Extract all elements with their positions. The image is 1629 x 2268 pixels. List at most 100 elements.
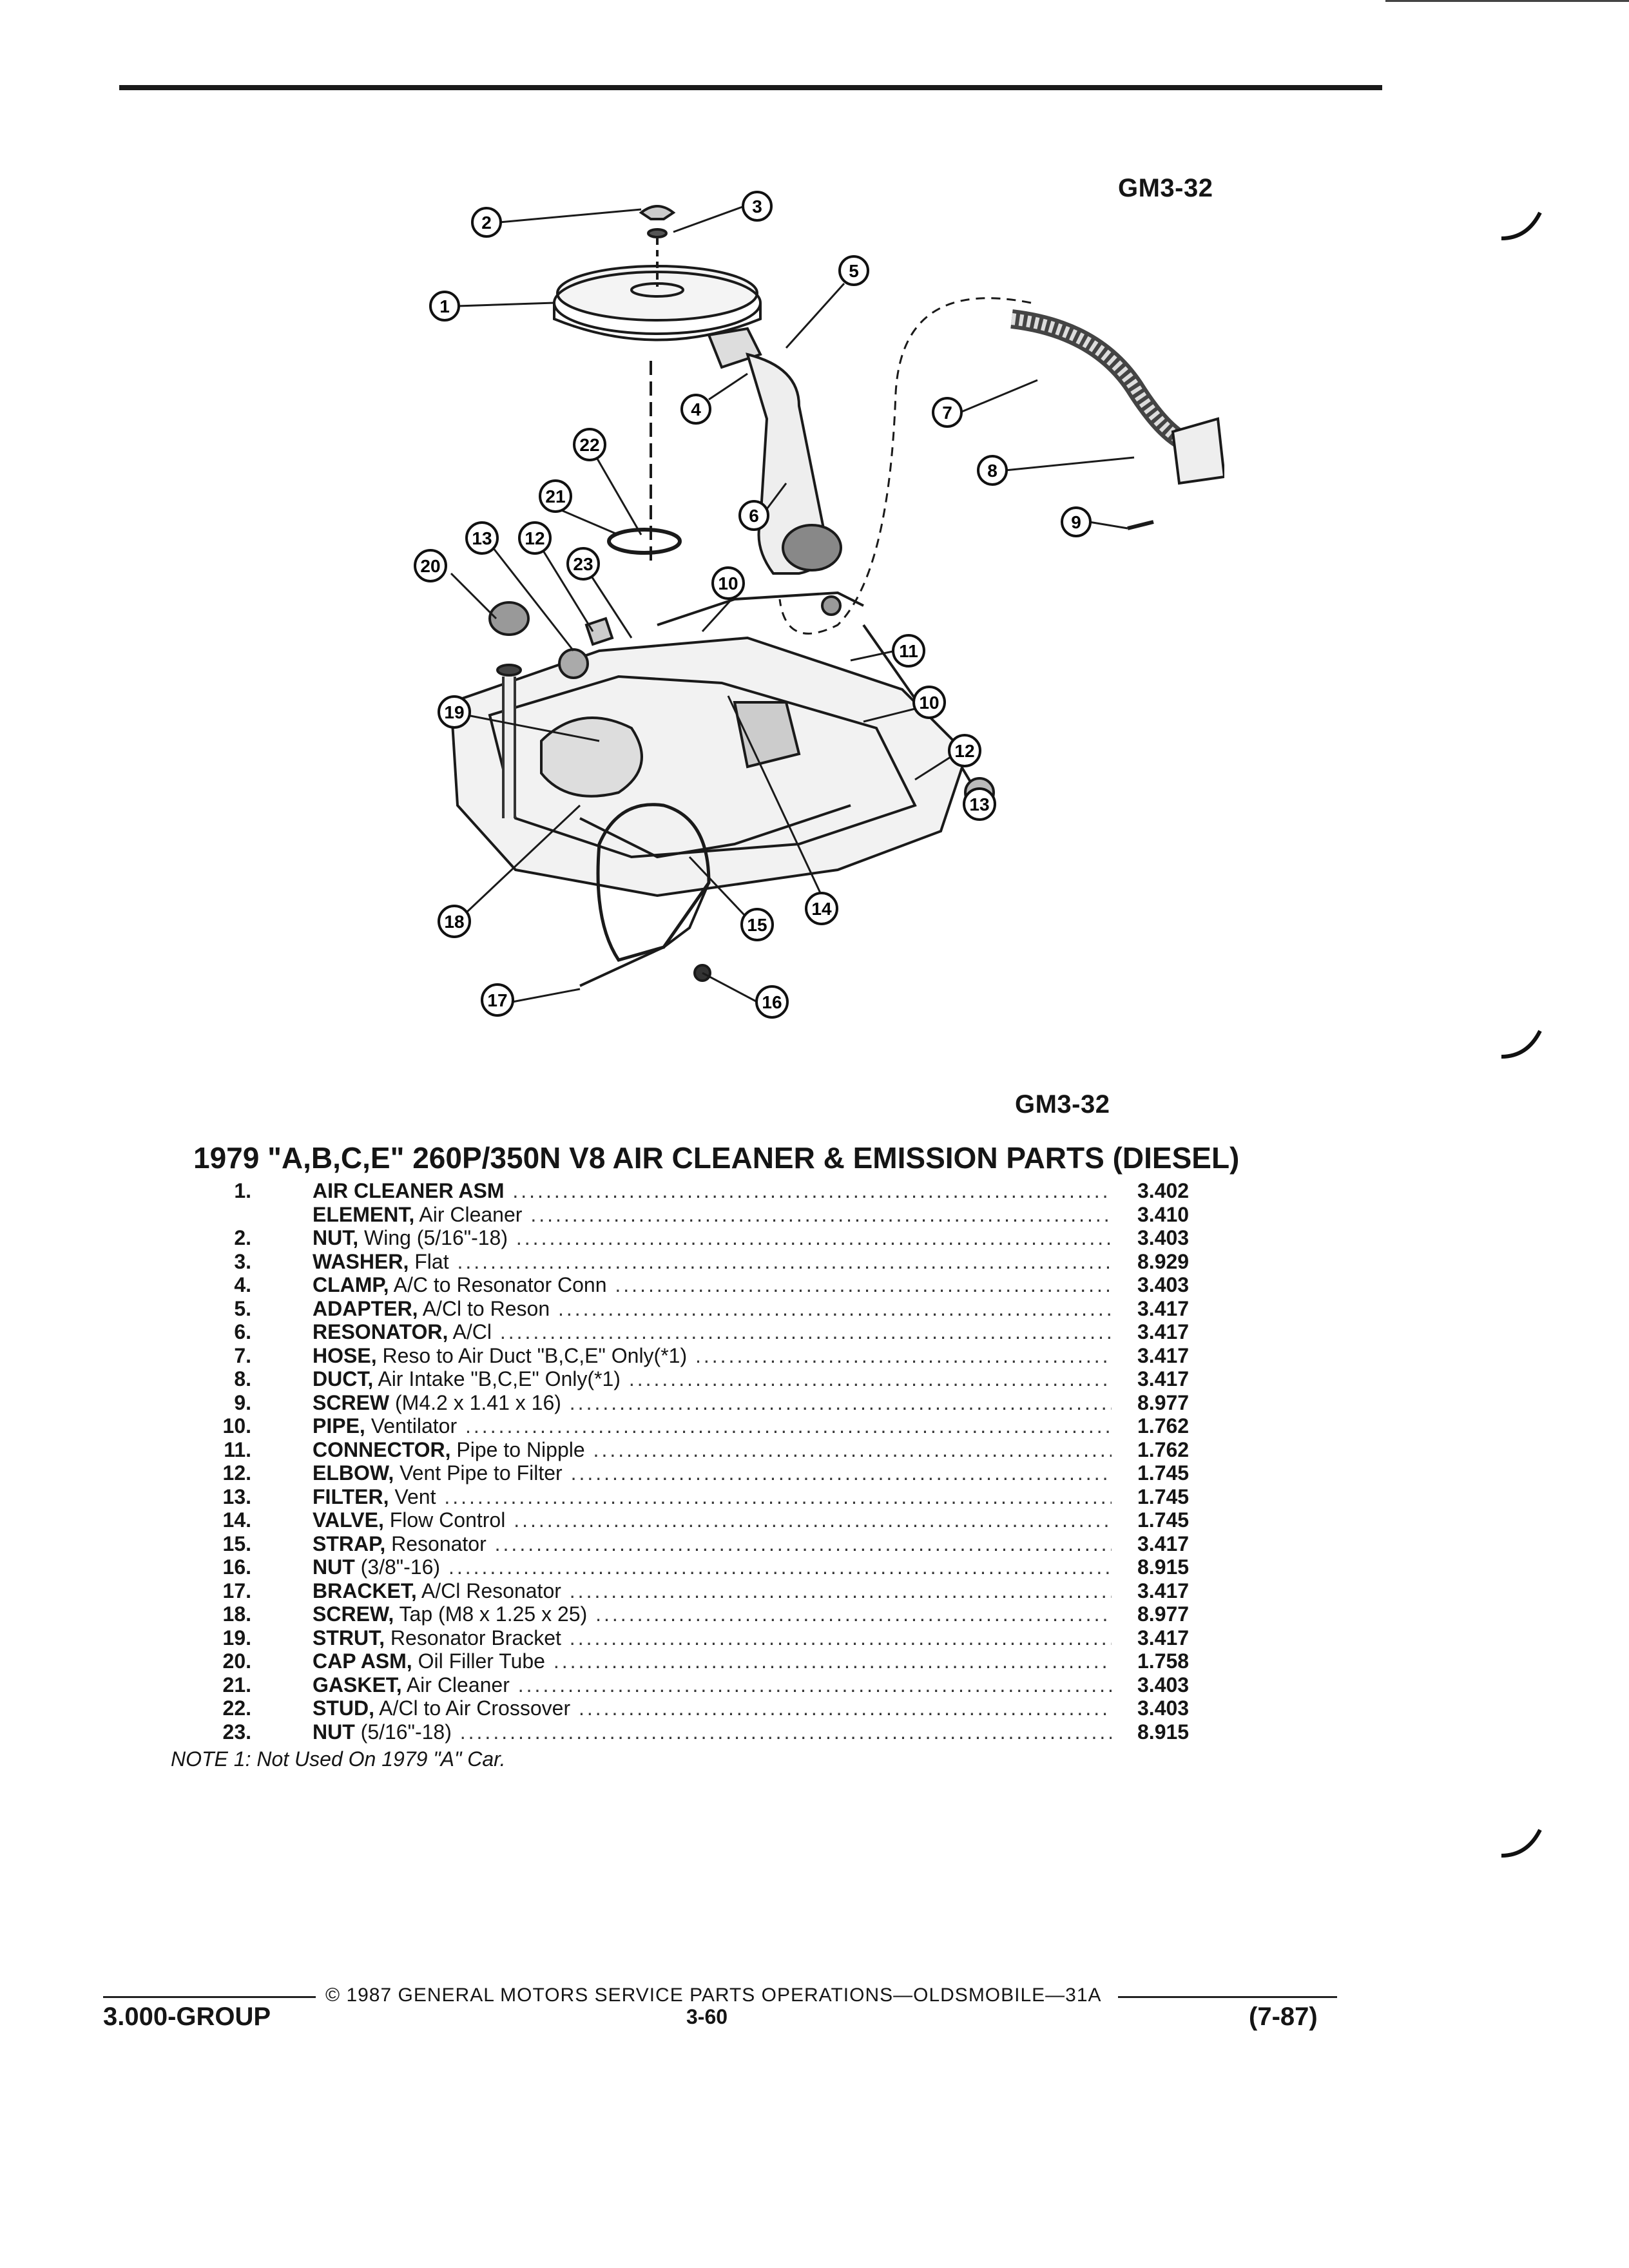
callout-6: 6 (738, 500, 769, 531)
part-description: BRACKET, A/Cl Resonator ................… (313, 1579, 1112, 1603)
copyright-notice: © 1987 GENERAL MOTORS SERVICE PARTS OPER… (325, 1984, 1102, 2006)
part-number: 18. (222, 1602, 251, 1626)
top-rule (119, 85, 1382, 90)
part-detail: Vent (389, 1485, 436, 1508)
part-name: GASKET, (313, 1673, 402, 1696)
svg-text:3: 3 (752, 197, 762, 216)
leader-dots: ........................................… (569, 1579, 1112, 1602)
part-name: STUD, (313, 1696, 374, 1720)
part-detail: Reso to Air Duct "B,C,E" Only(*1) (376, 1343, 688, 1367)
footer-rule-left (103, 1996, 316, 1998)
part-detail: (M4.2 x 1.41 x 16) (389, 1390, 561, 1414)
group-number: 3.417 (1137, 1320, 1190, 1343)
part-detail: (5/16"-18) (354, 1720, 452, 1744)
part-description: AIR CLEANER ASM ........................… (313, 1179, 1112, 1203)
part-name: STRUT, (313, 1626, 385, 1649)
svg-text:9: 9 (1071, 512, 1081, 532)
part-detail: Flow Control (383, 1508, 506, 1532)
part-description: STUD, A/Cl to Air Crossover ............… (313, 1696, 1112, 1720)
part-row: 16.NUT (3/8"-16) .......................… (168, 1555, 1250, 1579)
leader-dots: ........................................… (494, 1532, 1112, 1555)
callout-12b: 12 (518, 521, 552, 555)
page-number: 3-60 (686, 2005, 728, 2028)
part-number: 16. (222, 1555, 251, 1579)
part-name: BRACKET, (313, 1579, 417, 1602)
group-number: 3.417 (1137, 1579, 1190, 1602)
group-number: 1.762 (1137, 1414, 1190, 1437)
part-row: 5.ADAPTER, A/Cl to Reson ...............… (168, 1297, 1250, 1321)
callout-3: 3 (742, 191, 773, 222)
leader-dots: ........................................… (553, 1649, 1112, 1673)
figure-code-top: GM3-32 (1118, 174, 1213, 202)
part-row: 15.STRAP, Resonator ....................… (168, 1532, 1250, 1556)
svg-text:13: 13 (969, 794, 989, 814)
group-number: 3.403 (1137, 1273, 1190, 1296)
leader-dots: ........................................… (457, 1249, 1112, 1273)
group-number: 8.977 (1137, 1602, 1190, 1626)
part-row: 7.HOSE, Reso to Air Duct "B,C,E" Only(*1… (168, 1344, 1250, 1368)
group-number: 1.745 (1137, 1461, 1190, 1485)
callout-23: 23 (566, 547, 600, 581)
part-detail: Oil Filler Tube (412, 1649, 545, 1673)
part-detail: Resonator (385, 1532, 487, 1555)
part-description: WASHER, Flat ...........................… (313, 1250, 1112, 1274)
svg-text:12: 12 (525, 528, 545, 548)
group-number: 3.410 (1137, 1202, 1190, 1226)
callout-9: 9 (1061, 506, 1092, 537)
callout-17: 17 (481, 983, 514, 1017)
part-description: CONNECTOR, Pipe to Nipple ..............… (313, 1438, 1112, 1462)
footnote: NOTE 1: Not Used On 1979 "A" Car. (171, 1747, 506, 1771)
group-number: 8.915 (1137, 1720, 1190, 1744)
leader-dots: ........................................… (558, 1296, 1112, 1320)
callout-4: 4 (680, 394, 711, 425)
leader-dots: ........................................… (444, 1485, 1112, 1508)
leader-dots: ........................................… (628, 1367, 1112, 1390)
group-number: 3.403 (1137, 1673, 1190, 1696)
part-number: 12. (222, 1461, 251, 1485)
part-row: 3. WASHER, Flat .........................… (168, 1250, 1250, 1274)
part-number: 22. (222, 1696, 251, 1720)
figure-code-bottom: GM3-32 (1015, 1090, 1110, 1119)
svg-text:5: 5 (849, 261, 859, 281)
part-description: ADAPTER, A/Cl to Reson .................… (313, 1297, 1112, 1321)
part-description: PIPE, Ventilator .......................… (313, 1414, 1112, 1438)
callout-15: 15 (740, 908, 774, 941)
callout-10: 10 (711, 566, 745, 600)
part-detail: Resonator Bracket (385, 1626, 561, 1649)
leader-dots: ........................................… (514, 1508, 1112, 1532)
part-row: 20.CAP ASM, Oil Filler Tube ............… (168, 1649, 1250, 1673)
leader-dots: ........................................… (615, 1273, 1112, 1296)
part-row: 10.PIPE, Ventilator ....................… (168, 1414, 1250, 1438)
part-detail: Air Cleaner (401, 1673, 510, 1696)
svg-text:10: 10 (718, 573, 738, 593)
part-row: 21.GASKET, Air Cleaner .................… (168, 1673, 1250, 1697)
part-name: VALVE, (313, 1508, 384, 1532)
part-number: 8. (234, 1367, 251, 1390)
svg-text:11: 11 (899, 641, 918, 661)
leader-dots: ........................................… (512, 1179, 1112, 1202)
svg-text:20: 20 (420, 556, 440, 576)
svg-text:10: 10 (919, 693, 939, 713)
part-row: 6.RESONATOR, A/Cl ......................… (168, 1320, 1250, 1344)
part-number: 3. (234, 1249, 251, 1273)
part-row: 18.SCREW, Tap (M8 x 1.25 x 25) .........… (168, 1602, 1250, 1626)
part-name: CLAMP, (313, 1273, 389, 1296)
part-description: CAP ASM, Oil Filler Tube ...............… (313, 1649, 1112, 1673)
callout-13: 13 (963, 787, 996, 821)
group-number: 1.758 (1137, 1649, 1190, 1673)
exploded-parts-diagram: 2 3 1 5 4 6 7 8 9 10 11 10 12 13 14 15 1… (414, 191, 1224, 1019)
svg-text:6: 6 (749, 506, 759, 526)
svg-text:23: 23 (573, 554, 593, 574)
group-number: 3.417 (1137, 1532, 1190, 1555)
part-number: 13. (222, 1485, 251, 1508)
part-description: ELEMENT, Air Cleaner ...................… (313, 1203, 1112, 1227)
leader-dots: ........................................… (517, 1673, 1112, 1696)
callout-11: 11 (892, 634, 925, 668)
group-number: 1.745 (1137, 1508, 1190, 1532)
leader-dots: ........................................… (595, 1602, 1112, 1626)
callout-12: 12 (948, 734, 981, 767)
leader-dots: ........................................… (499, 1320, 1112, 1343)
part-name: DUCT, (313, 1367, 374, 1390)
part-name: NUT, (313, 1226, 359, 1249)
part-description: ELBOW, Vent Pipe to Filter .............… (313, 1461, 1112, 1485)
